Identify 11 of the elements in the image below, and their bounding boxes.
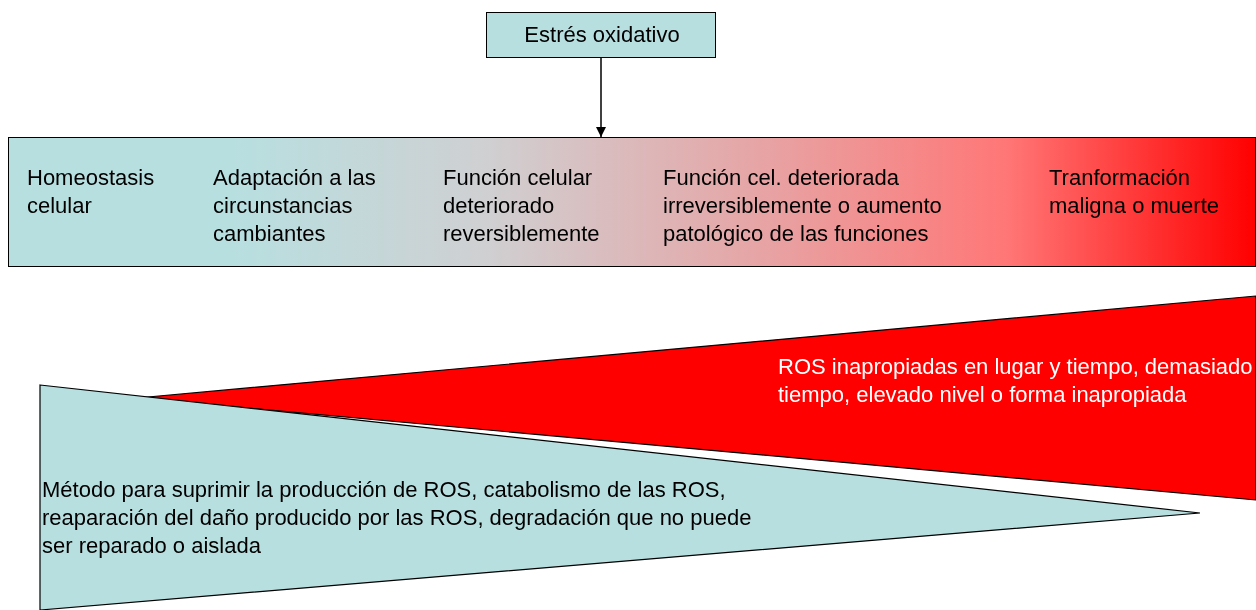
- stage-label: Función cel. deteriorada irreversiblemente o aumento patológico de las funciones: [663, 164, 943, 248]
- process-box: [486, 12, 716, 58]
- box-label: Estrés oxidativo: [523, 21, 681, 49]
- stage-label: Adaptación a las circunstancias cambiantes: [213, 164, 377, 248]
- wedge-text: ROS inapropiadas en lugar y tiempo, demasiado tiempo, elevado nivel o forma inapropiada: [778, 353, 1253, 409]
- gradient-bar: [8, 137, 1256, 267]
- stage-label: Homeostasis celular: [27, 164, 156, 220]
- arrow: [595, 57, 607, 138]
- stage-label: Tranformación maligna o muerte: [1049, 164, 1220, 220]
- wedge-text: Método para suprimir la producción de ROS, catabolismo de las ROS, reaparación del daño producido por las ROS, degradación que no puede ser reparado o aislada: [42, 476, 753, 560]
- stage-label: Función celular deteriorado reversiblemente: [443, 164, 601, 248]
